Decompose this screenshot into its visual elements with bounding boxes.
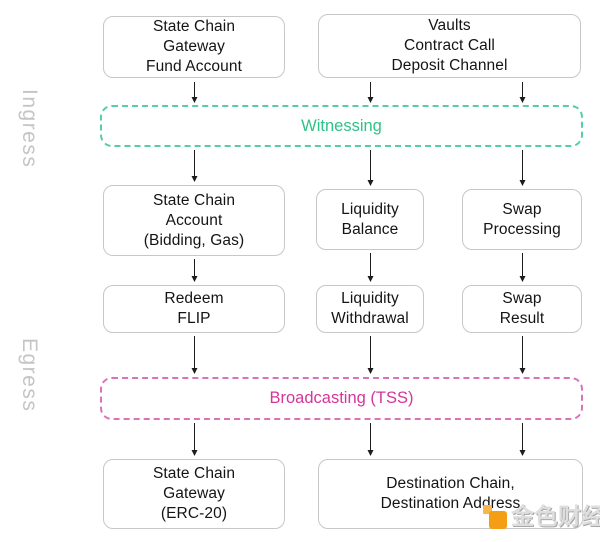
node-label-line: Gateway xyxy=(163,485,225,502)
section-label-ingress: Ingress xyxy=(18,89,41,169)
node-label-line: Account xyxy=(165,211,223,229)
node-label-line: FLIP xyxy=(177,310,211,327)
node-state-chain-gateway-fund-account: State Chain Gateway Fund Account xyxy=(103,16,285,78)
node-label-line: Vaults xyxy=(428,17,471,34)
node-redeem-flip: Redeem FLIP xyxy=(103,285,285,333)
node-label-line: Destination Chain, xyxy=(386,475,515,492)
node-label-line: Contract Call xyxy=(404,37,495,54)
flow-arrow-down xyxy=(518,253,527,282)
node-label-line: Result xyxy=(499,310,545,327)
flow-arrow-down xyxy=(518,336,527,374)
watermark-jinse-finance: 金色财经 xyxy=(483,503,600,529)
flow-arrow-down xyxy=(518,423,527,456)
flow-arrow-down xyxy=(366,253,375,282)
node-label-line: Balance xyxy=(341,220,399,238)
node-label-line: (Bidding, Gas) xyxy=(143,231,245,249)
flow-arrow-down xyxy=(190,259,199,282)
node-label-line: State Chain xyxy=(152,18,236,35)
node-label-line: State Chain xyxy=(152,191,236,209)
node-state-chain-account-bidding-gas: State Chain Account (Bidding, Gas) xyxy=(103,185,285,256)
flow-arrow-down xyxy=(366,82,375,103)
flow-arrow-down xyxy=(366,423,375,456)
jinse-finance-logo-icon xyxy=(483,503,508,529)
stage-broadcasting: Broadcasting (TSS) xyxy=(100,377,583,420)
node-label-line: Processing xyxy=(483,220,561,238)
node-liquidity-withdrawal: Liquidity Withdrawal xyxy=(316,285,424,333)
flow-arrow-down xyxy=(518,82,527,103)
node-label-line: Gateway xyxy=(163,38,225,55)
stage-witnessing: Witnessing xyxy=(100,105,583,147)
node-label-line: Liquidity xyxy=(341,290,399,307)
node-label-line: Withdrawal xyxy=(331,310,409,327)
flow-arrow-down xyxy=(366,336,375,374)
node-label-line: Swap xyxy=(502,200,542,218)
node-label-line: State Chain xyxy=(152,465,236,482)
section-label-egress: Egress xyxy=(18,338,41,413)
flow-arrow-down xyxy=(190,423,199,456)
watermark-text: 金色财经 xyxy=(511,503,600,529)
node-liquidity-balance: Liquidity Balance xyxy=(316,189,424,250)
flow-arrow-down xyxy=(190,336,199,374)
flow-arrow-down xyxy=(190,150,199,182)
node-label-line: Liquidity xyxy=(341,200,399,218)
stage-broadcasting-label: Broadcasting (TSS) xyxy=(269,389,414,407)
node-label-line: (ERC-20) xyxy=(160,505,228,522)
node-label-line: Fund Account xyxy=(146,58,242,75)
node-label-line: Swap xyxy=(502,290,542,307)
flow-arrow-down xyxy=(366,150,375,186)
node-destination-chain-address: Destination Chain, Destination Address xyxy=(318,459,583,529)
stage-witnessing-label: Witnessing xyxy=(301,116,382,135)
node-swap-processing: Swap Processing xyxy=(462,189,582,250)
node-label-line: Deposit Channel xyxy=(391,57,508,74)
node-vaults-contract-call-deposit-channel: Vaults Contract Call Deposit Channel xyxy=(318,14,581,78)
node-state-chain-gateway-erc20: State Chain Gateway (ERC-20) xyxy=(103,459,285,529)
node-swap-result: Swap Result xyxy=(462,285,582,333)
node-label-line: Redeem xyxy=(164,290,224,307)
flow-arrow-down xyxy=(518,150,527,186)
flow-arrow-down xyxy=(190,82,199,103)
